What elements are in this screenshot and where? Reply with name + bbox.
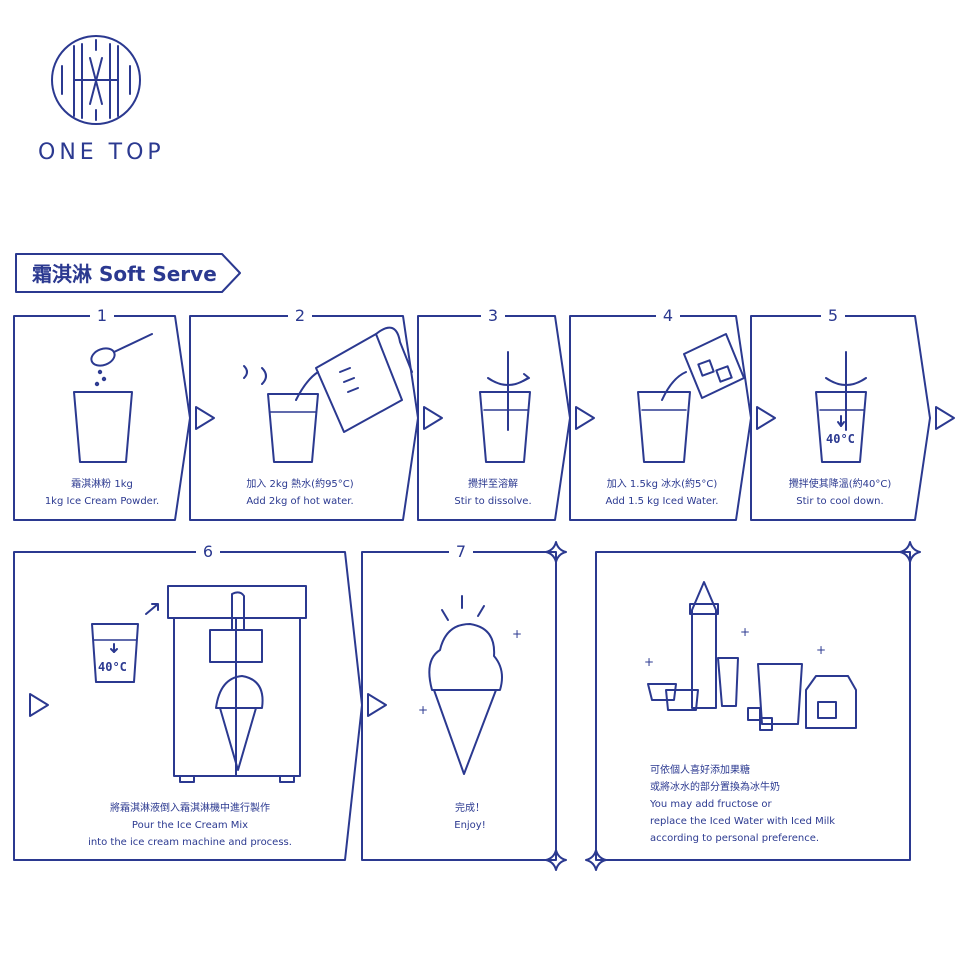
ingredients-illustration (647, 581, 857, 731)
arrow-icon (935, 406, 955, 430)
arrow-icon (423, 406, 443, 430)
step-panel-1 (13, 315, 191, 521)
step-panel-3 (417, 315, 571, 521)
arrow-icon (756, 406, 776, 430)
temperature-label: 40°C (98, 660, 127, 674)
step-caption: 攪拌使其降溫(約40°C)Stir to cool down. (788, 479, 892, 507)
ice-cream-cone-illustration (428, 595, 503, 775)
machine-illustration (91, 585, 307, 783)
step-number: 2 (288, 305, 312, 327)
arrow-icon (29, 693, 49, 717)
step-number: 1 (90, 305, 114, 327)
step-number: 7 (449, 541, 473, 563)
sparkle-icon (545, 849, 567, 871)
cooldown-illustration (815, 351, 867, 463)
tip-panel (595, 551, 911, 861)
step-panel-7 (361, 551, 557, 861)
iced-water-illustration (637, 333, 745, 463)
svg-text:+: + (512, 627, 522, 641)
step-panel-5 (750, 315, 931, 521)
tip-caption: 可依個人喜好添加果糖或將冰水的部分置換為冰牛奶 You may add fruc… (650, 765, 836, 844)
temperature-label: 40°C (826, 432, 855, 446)
arrow-icon (575, 406, 595, 430)
section-title: 霜淇淋 Soft Serve (32, 262, 217, 286)
svg-text:+: + (816, 643, 826, 657)
hot-water-illustration (243, 326, 413, 463)
step-number: 6 (196, 541, 220, 563)
step-panel-2 (189, 315, 419, 521)
powder-cup-illustration (73, 333, 153, 463)
step-caption: 加入 1.5kg 冰水(約5°C)Add 1.5 kg Iced Water. (605, 479, 719, 507)
step-number: 3 (481, 305, 505, 327)
step-panel-6 (13, 551, 363, 861)
step-caption: 加入 2kg 熱水(約95°C)Add 2kg of hot water. (246, 479, 354, 507)
sparkle-icon (899, 541, 921, 563)
sparkle-icon (545, 541, 567, 563)
step-number: 5 (821, 305, 845, 327)
arrow-icon (195, 406, 215, 430)
svg-text:+: + (740, 625, 750, 639)
one-top-logo (51, 35, 141, 125)
brand-name: ONE TOP (38, 140, 165, 165)
svg-text:+: + (644, 655, 654, 669)
arrow-icon (367, 693, 387, 717)
step-caption: 完成！Enjoy! (454, 803, 486, 831)
sparkle-icon (585, 849, 607, 871)
svg-text:+: + (418, 703, 428, 717)
title-tab (15, 253, 241, 293)
step-number: 4 (656, 305, 680, 327)
stir-illustration (479, 351, 531, 463)
step-panel-4 (569, 315, 752, 521)
